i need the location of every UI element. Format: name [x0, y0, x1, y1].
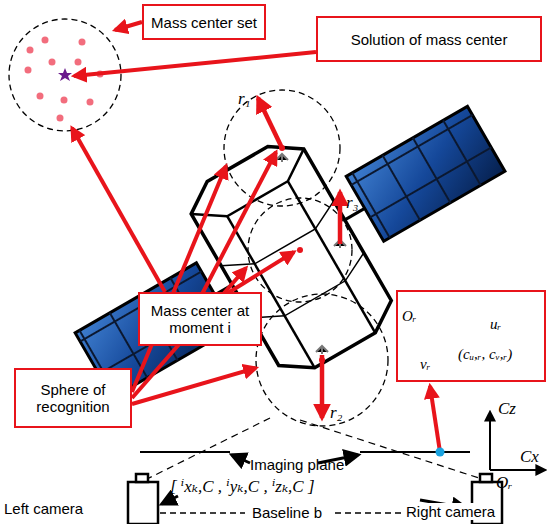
plane-label: Imaging plane [250, 456, 344, 473]
radius-label: r₁ [238, 90, 251, 107]
origin-label: Oᵣ [496, 474, 512, 491]
baseline-label: Baseline b [250, 504, 324, 521]
callout-text: Mass center at moment i [144, 302, 256, 336]
callout-box: Solution of mass center [316, 16, 542, 62]
axis-label: Cx [520, 448, 539, 465]
image-frame-inset: Oᵣ uᵣ vᵣ (cᵤ,ᵣ, cᵥ,ᵣ) [396, 290, 546, 382]
markers [276, 154, 346, 354]
cameras [128, 474, 502, 524]
callout-text: Solution of mass center [351, 31, 508, 48]
callout-text: Mass center set [151, 14, 257, 31]
sphere-centers [279, 145, 325, 363]
imaging-planes [140, 418, 485, 480]
radius-arrows [258, 98, 340, 418]
axis-label: Oᵣ [402, 308, 417, 325]
callout-box: Mass center set [142, 4, 266, 40]
axis-label: uᵣ [490, 316, 501, 333]
axis-label: vᵣ [420, 356, 430, 373]
callout-box: Sphere of recognition [14, 368, 132, 428]
callout-text: Sphere of recognition [20, 381, 126, 415]
axis-label: Cz [498, 400, 516, 417]
camera-axes [490, 412, 545, 470]
camera-label: Right camera [404, 503, 497, 520]
axis-label: (cᵤ,ᵣ, cᵥ,ᵣ) [458, 346, 512, 363]
camera-label: Left camera [4, 500, 83, 517]
callout-box: Mass center at moment i [138, 292, 262, 346]
point-vector: [ ⁱxₖ,C , ⁱyₖ,C , ⁱzₖ,C ] [170, 478, 315, 495]
radius-label: r₂ [330, 404, 343, 421]
radius-label: r₃ [346, 194, 359, 211]
recognition-spheres [224, 90, 388, 426]
